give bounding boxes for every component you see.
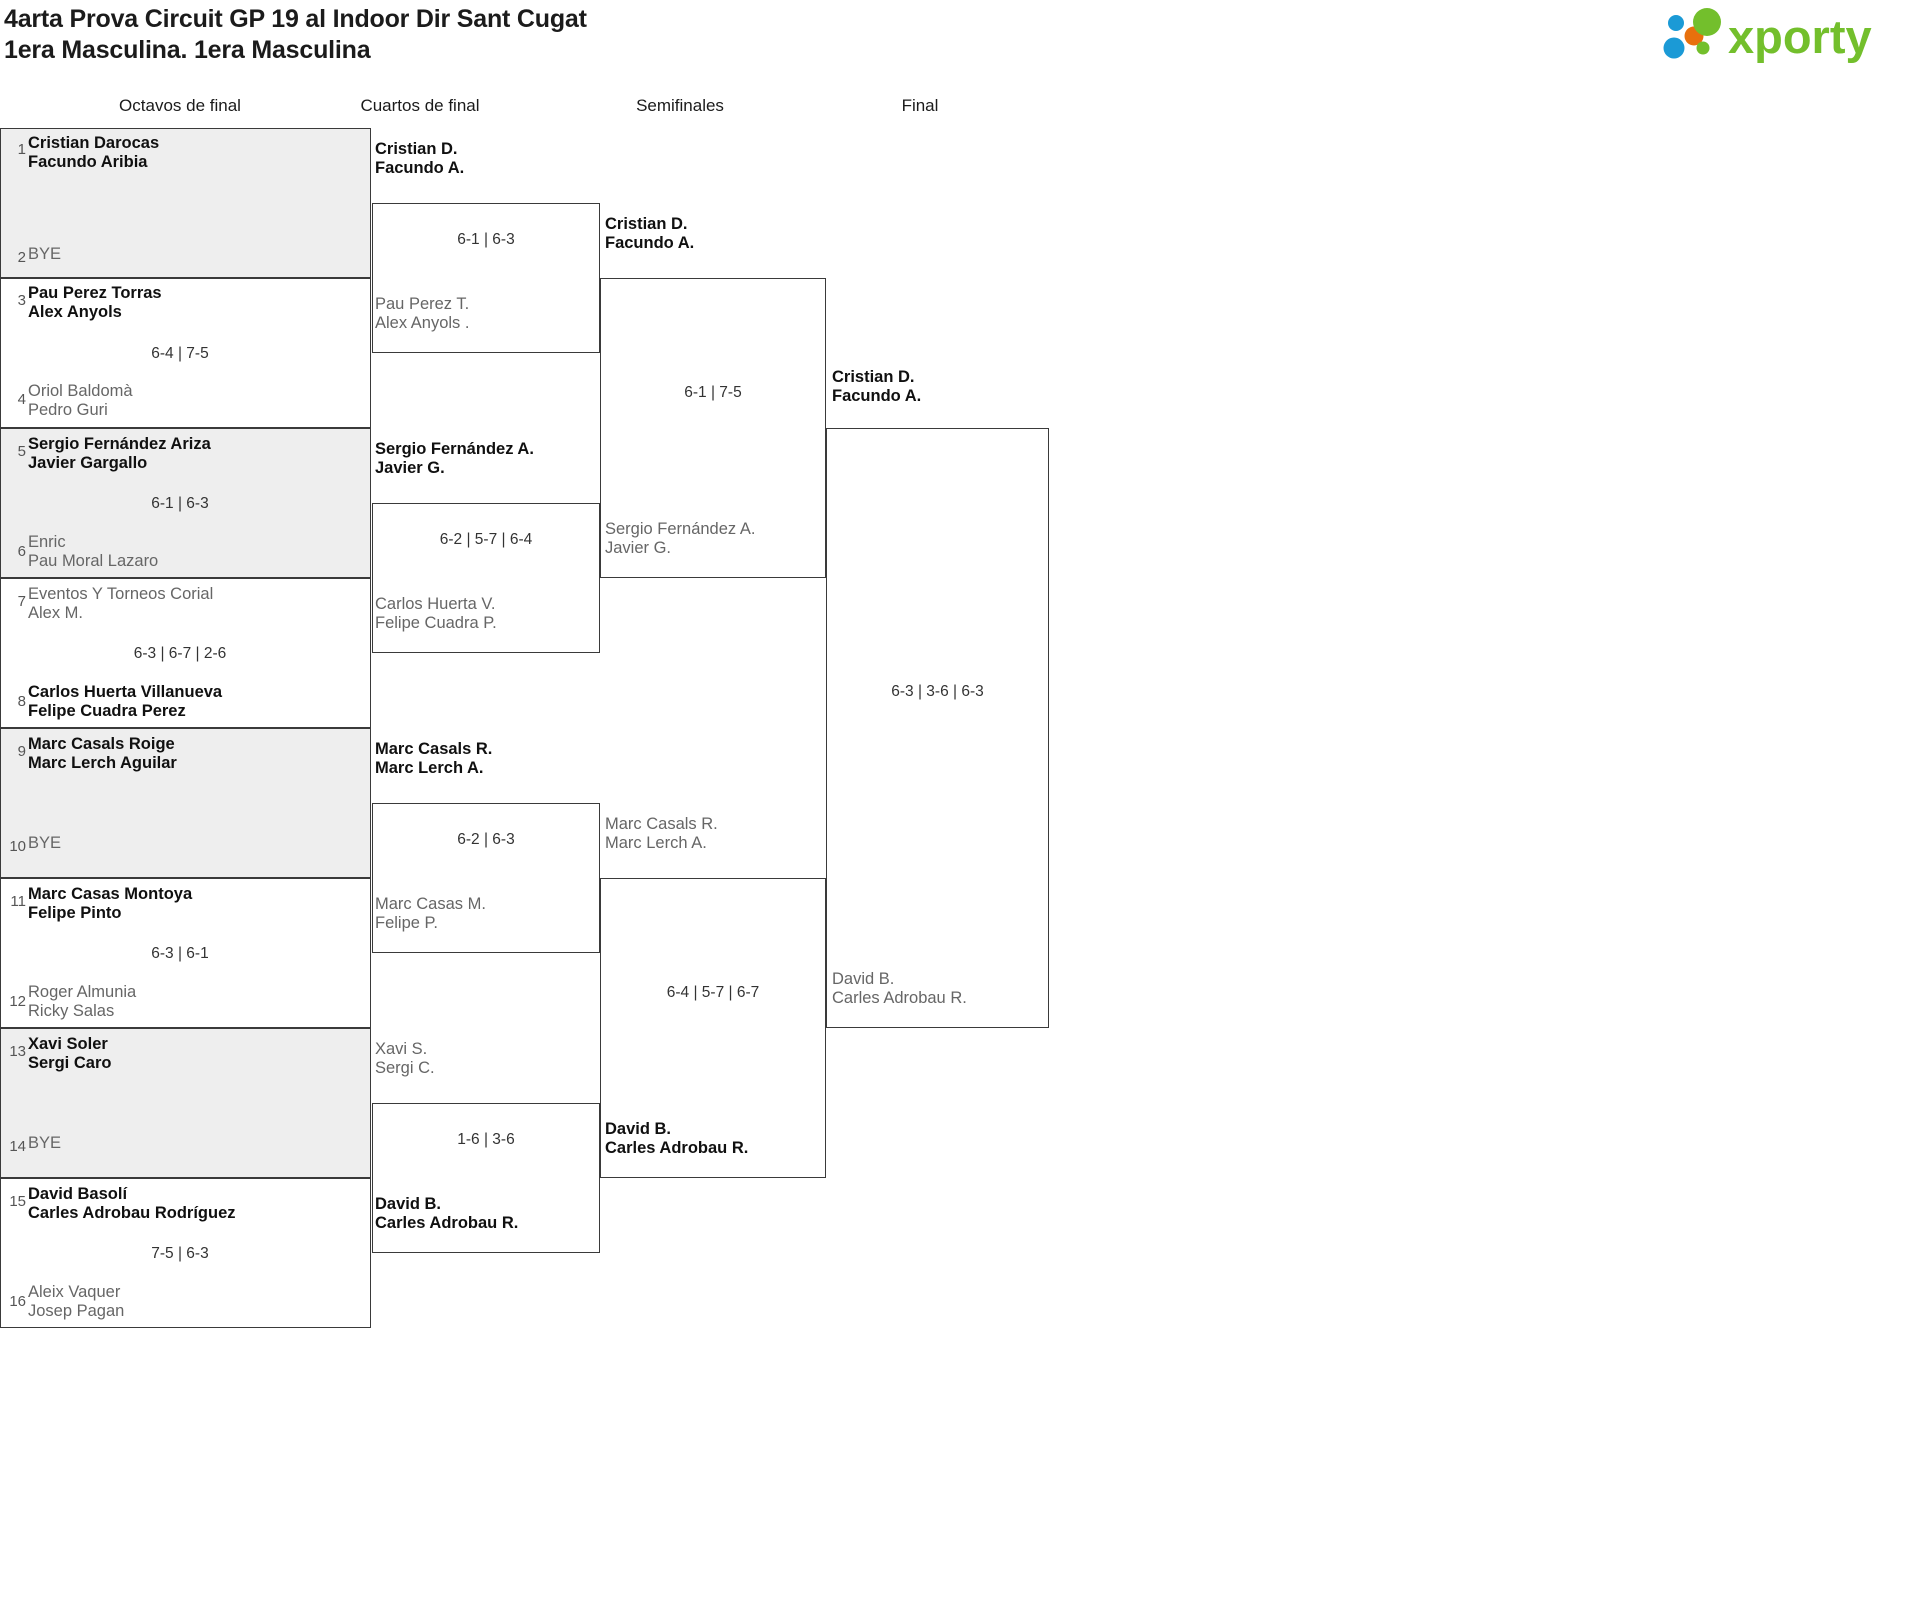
match-box-final[interactable] [826, 428, 1049, 1028]
match-box-r16-6[interactable] [0, 878, 371, 1028]
match-box-qf-4[interactable] [372, 1103, 600, 1253]
seed-number: 1 [17, 141, 26, 158]
team-entry: Cristian D. Facundo A. [375, 140, 465, 177]
seed-number: 9 [17, 743, 26, 760]
team-entry: Carlos Huerta V. Felipe Cuadra P. [375, 595, 497, 632]
round-heading-cuartos: Cuartos de final [360, 96, 480, 115]
team-entry: David B. Carles Adrobau R. [832, 970, 967, 1007]
match-box-r16-3[interactable] [0, 428, 371, 578]
xporty-logo: xporty [1658, 6, 1898, 64]
round-heading-octavos: Octavos de final [119, 96, 241, 115]
match-box-sf-2[interactable] [600, 878, 826, 1178]
seed-number: 2 [17, 249, 26, 266]
match-score: 7-5 | 6-3 [151, 1245, 209, 1262]
team-entry: Marc Casals Roige Marc Lerch Aguilar [28, 735, 177, 772]
seed-number: 14 [9, 1138, 26, 1155]
match-score: 6-3 | 6-1 [151, 945, 209, 962]
match-score: 6-4 | 7-5 [151, 345, 209, 362]
seed-number: 12 [9, 993, 26, 1010]
team-entry: Marc Casals R. Marc Lerch A. [375, 740, 493, 777]
match-score: 6-3 | 3-6 | 6-3 [891, 683, 984, 700]
match-box-qf-2[interactable] [372, 503, 600, 653]
team-entry: Enric Pau Moral Lazaro [28, 533, 159, 570]
seed-number: 4 [17, 391, 26, 408]
tournament-name: 4arta Prova Circuit GP 19 al Indoor Dir … [4, 5, 587, 33]
team-entry: BYE [28, 245, 62, 263]
match-box-r16-5[interactable] [0, 728, 371, 878]
team-entry: Pau Perez T. Alex Anyols . [375, 295, 470, 332]
team-entry: Xavi S. Sergi C. [375, 1040, 435, 1077]
seed-number: 8 [17, 693, 26, 710]
team-entry: Marc Casals R. Marc Lerch A. [605, 815, 718, 852]
match-score: 6-3 | 6-7 | 2-6 [133, 645, 227, 662]
match-score: 6-1 | 6-3 [457, 231, 515, 248]
match-score: 6-1 | 6-3 [151, 495, 209, 512]
seed-number: 16 [9, 1293, 26, 1310]
team-entry: BYE [28, 834, 62, 852]
team-entry: Eventos Y Torneos Corial Alex M. [28, 585, 214, 622]
seed-number: 15 [9, 1193, 26, 1210]
team-entry: Pau Perez Torras Alex Anyols [28, 284, 162, 321]
seed-number: 10 [9, 838, 26, 855]
team-entry: Cristian D. Facundo A. [605, 215, 695, 252]
team-entry: Marc Casas Montoya Felipe Pinto [28, 885, 193, 922]
match-box-qf-1[interactable] [372, 203, 600, 353]
team-entry: David B. Carles Adrobau R. [605, 1120, 749, 1157]
team-entry: Roger Almunia Ricky Salas [28, 983, 137, 1020]
team-entry: Sergio Fernández Ariza Javier Gargallo [28, 435, 211, 472]
match-box-sf-1[interactable] [600, 278, 826, 578]
seed-number: 13 [9, 1043, 26, 1060]
match-score: 6-4 | 5-7 | 6-7 [666, 984, 760, 1001]
round-heading-semifinales: Semifinales [636, 96, 724, 115]
round-heading-final: Final [901, 96, 939, 115]
team-entry: Sergio Fernández A. Javier G. [605, 520, 756, 557]
tournament-category: 1era Masculina. 1era Masculina [4, 36, 371, 64]
match-box-r16-7[interactable] [0, 1028, 371, 1178]
seed-number: 7 [17, 593, 26, 610]
seed-number: 6 [17, 543, 26, 560]
match-score: 1-6 | 3-6 [457, 1131, 515, 1148]
match-box-r16-1[interactable] [0, 128, 371, 278]
team-entry: Cristian D. Facundo A. [832, 368, 922, 405]
team-entry: Oriol Baldomà Pedro Guri [28, 382, 133, 419]
match-box-r16-8[interactable] [0, 1178, 371, 1328]
team-entry: Sergio Fernández A. Javier G. [375, 440, 534, 477]
team-entry: Marc Casas M. Felipe P. [375, 895, 486, 932]
svg-text:xporty: xporty [1728, 10, 1872, 63]
team-entry: David B. Carles Adrobau R. [375, 1195, 519, 1232]
team-entry: Xavi Soler Sergi Caro [28, 1035, 112, 1072]
match-box-qf-3[interactable] [372, 803, 600, 953]
seed-number: 5 [17, 443, 26, 460]
seed-number: 11 [10, 893, 26, 910]
page-title: 4arta Prova Circuit GP 19 al Indoor Dir … [4, 4, 1204, 66]
team-entry: Carlos Huerta Villanueva Felipe Cuadra P… [28, 683, 223, 720]
team-entry: Cristian Darocas Facundo Aribia [28, 134, 160, 171]
match-box-r16-4[interactable] [0, 578, 371, 728]
match-score: 6-1 | 7-5 [684, 384, 742, 401]
team-entry: David Basolí Carles Adrobau Rodríguez [28, 1185, 236, 1222]
team-entry: BYE [28, 1134, 62, 1152]
match-score: 6-2 | 6-3 [457, 831, 515, 848]
team-entry: Aleix Vaquer Josep Pagan [28, 1283, 125, 1320]
match-box-r16-2[interactable] [0, 278, 371, 428]
match-score: 6-2 | 5-7 | 6-4 [439, 531, 533, 548]
seed-number: 3 [17, 292, 26, 309]
